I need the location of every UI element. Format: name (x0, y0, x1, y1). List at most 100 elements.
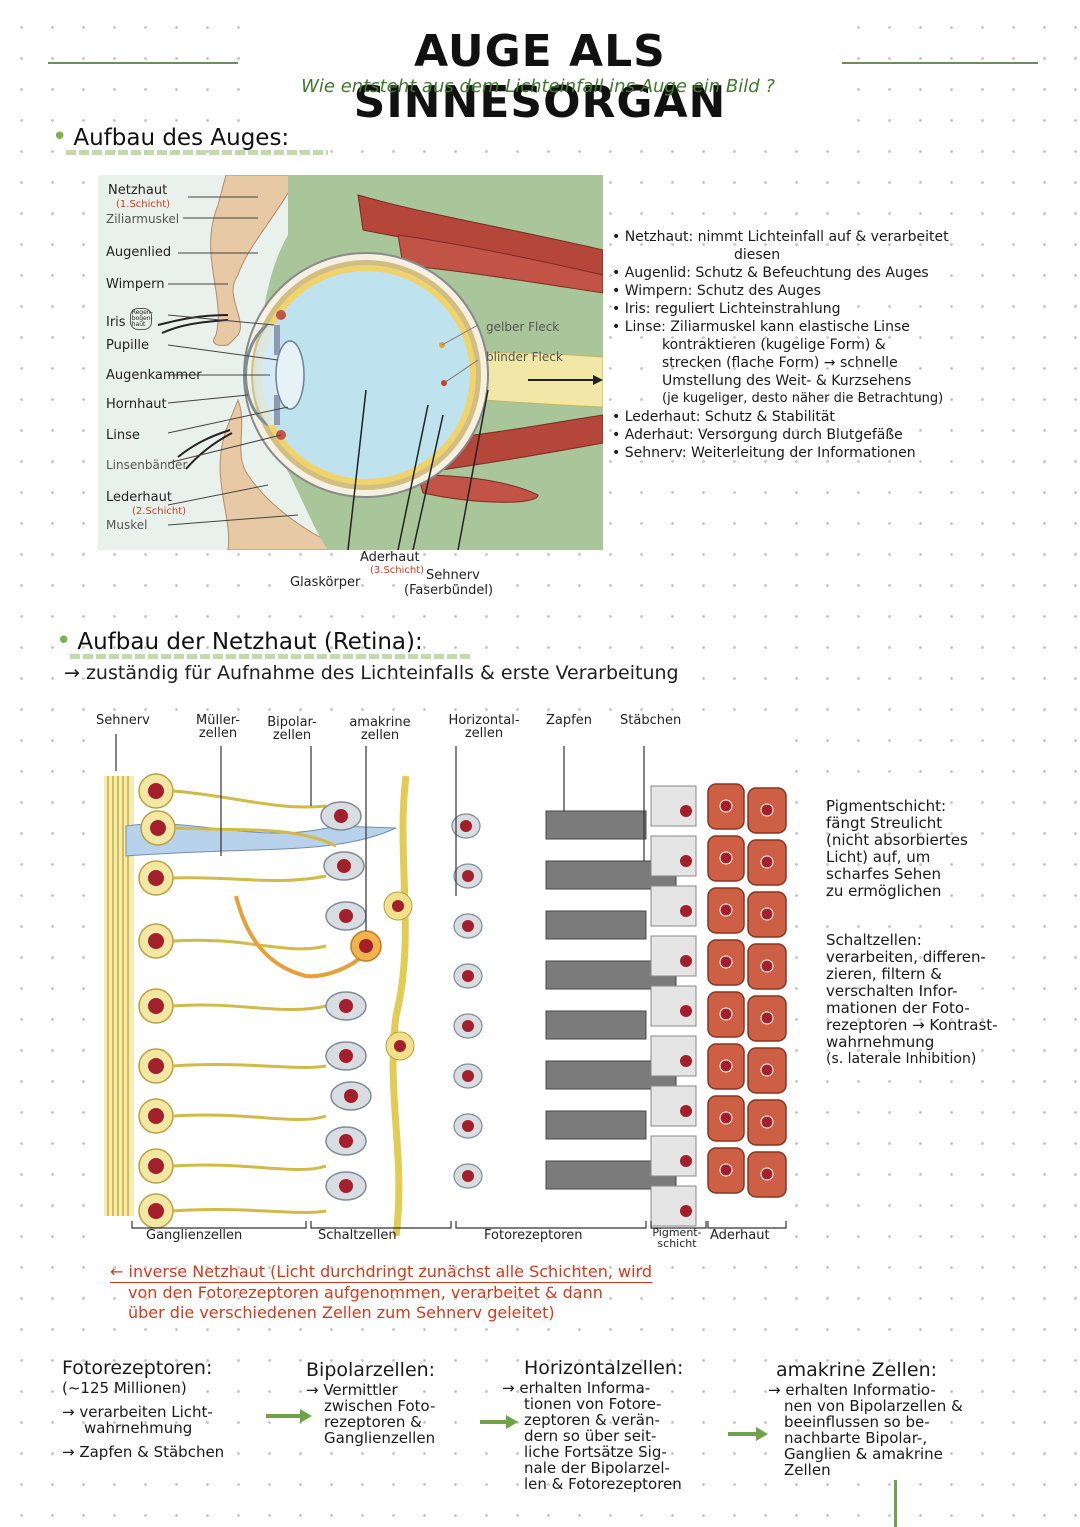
col-line: → verarbeiten Licht- (62, 1403, 213, 1421)
col-line: rezeptoren & (324, 1413, 422, 1431)
label-ganglienzellen: Ganglienzellen (146, 1228, 243, 1243)
retina-layers-illustration (104, 734, 787, 1237)
col-amakrine-zellen: amakrine Zellen: → erhalten Informatio- … (768, 1361, 1068, 1479)
label-aderhaut-schicht: (3.Schicht) (370, 565, 425, 576)
label-glaskoerper: Glaskörper (290, 575, 361, 590)
pigment-note: Pigmentschicht: fängt Streulicht (nicht … (826, 798, 1066, 900)
col-line: zeptoren & verän- (524, 1411, 660, 1429)
note-line: Umstellung des Weit- & Kurzsehens (662, 373, 912, 389)
label-aderhaut-retina: Aderhaut (710, 1228, 770, 1243)
pigment-note-line: zu ermöglichen (826, 882, 942, 900)
label-horizontal-zellen: Horizontal- zellen (448, 713, 520, 741)
col-line: liche Fortsätze Sig- (524, 1443, 667, 1461)
section-eye-heading-text: Aufbau des Auges: (73, 125, 290, 151)
label-aderhaut: Aderhaut (360, 550, 420, 565)
red-note-line: über die verschiedenen Zellen zum Sehner… (128, 1303, 555, 1322)
red-note-line: ← inverse Netzhaut (Licht durchdringt zu… (110, 1262, 652, 1283)
label-gelber-fleck: gelber Fleck (486, 320, 560, 334)
col-line: Ganglien & amakrine (784, 1445, 943, 1463)
note-line: • Wimpern: Schutz des Auges (612, 283, 821, 299)
label-schaltzellen: Schaltzellen (318, 1228, 397, 1243)
note-line: • Aderhaut: Versorgung durch Blutgefäße (612, 427, 903, 443)
pigment-note-line: scharfes Sehen (826, 865, 942, 883)
note-line: diesen (734, 247, 781, 263)
note-line: • Sehnerv: Weiterleitung der Information… (612, 445, 916, 461)
retina-diagram (96, 716, 792, 1254)
label-muskel: Muskel (106, 518, 148, 532)
label-sehnerv: Sehnerv (426, 568, 480, 583)
col-line: nale der Bipolarzel- (524, 1459, 670, 1477)
arrow-right-icon (266, 1409, 312, 1423)
page-title: AUGE ALS SINNESORGAN (240, 26, 840, 128)
label-pupille: Pupille (106, 338, 149, 353)
title-rule-right (842, 62, 1038, 64)
arrow-right-icon (480, 1415, 518, 1429)
title-rule-left (48, 62, 238, 64)
pigment-note-line: Pigmentschicht: (826, 797, 947, 815)
col-line: tionen von Fotore- (524, 1395, 662, 1413)
label-blinder-fleck: blinder Fleck (486, 350, 563, 364)
schalt-note-line: verschalten Infor- (826, 982, 958, 1000)
heading-underline (70, 654, 470, 659)
note-line: • Netzhaut: nimmt Lichteinfall auf & ver… (612, 229, 949, 245)
label-augenkammer: Augenkammer (106, 368, 202, 383)
col-line: nen von Bipolarzellen & (784, 1397, 963, 1415)
label-lederhaut: Lederhaut (106, 490, 172, 505)
eye-notes: • Netzhaut: nimmt Lichteinfall auf & ver… (612, 228, 1062, 462)
label-linse: Linse (106, 428, 140, 443)
label-amakrine-zellen: amakrine zellen (349, 715, 411, 743)
schalt-note-line: rezeptoren → Kontrast- (826, 1016, 998, 1034)
col-line: → erhalten Informatio- (768, 1381, 936, 1399)
schalt-note-line: Schaltzellen: (826, 931, 922, 949)
pigment-note-line: (nicht absorbiertes (826, 831, 968, 849)
col-line: beeinflussen so be- (784, 1413, 930, 1431)
col-line: wahrnehmung (84, 1419, 193, 1437)
col-bipolarzellen: Bipolarzellen: → Vermittler zwischen Fot… (306, 1359, 486, 1447)
label-netzhaut-schicht: (1.Schicht) (116, 199, 171, 210)
col-line: → Zapfen & Stäbchen (62, 1443, 225, 1461)
bullet-icon: • (52, 122, 68, 152)
page-subtitle: Wie entsteht aus dem Lichteinfall ins Au… (301, 76, 775, 97)
note-line: • Linse: Ziliarmuskel kann elastische Li… (612, 319, 910, 335)
col-line: → erhalten Informa- (502, 1379, 651, 1397)
col-line: Zellen (784, 1461, 831, 1479)
label-pigmentschicht: Pigment- schicht (652, 1226, 702, 1250)
note-line: • Lederhaut: Schutz & Stabilität (612, 409, 835, 425)
pigment-note-line: Licht) auf, um (826, 848, 931, 866)
section-retina-heading: •Aufbau der Netzhaut (Retina): (56, 626, 423, 656)
section-retina-heading-text: Aufbau der Netzhaut (Retina): (77, 629, 423, 655)
label-zapfen: Zapfen (546, 713, 592, 728)
note-line: (je kugeliger, desto näher die Betrachtu… (662, 391, 944, 406)
section-eye-heading: •Aufbau des Auges: (52, 122, 289, 152)
red-note-line: von den Fotorezeptoren aufgenommen, vera… (128, 1283, 603, 1302)
col-fotorezeptoren-title: Fotorezeptoren: (62, 1357, 213, 1379)
label-faserbuendel: (Faserbündel) (404, 583, 494, 598)
label-staebchen: Stäbchen (620, 713, 682, 728)
col-horizontalzellen: Horizontalzellen: → erhalten Informa- ti… (502, 1359, 732, 1493)
label-fotorezeptoren: Fotorezeptoren (484, 1228, 583, 1243)
bullet-icon: • (56, 626, 72, 656)
eye-diagram (98, 175, 603, 550)
label-sehnerv-retina: Sehnerv (96, 713, 150, 728)
col-line: Ganglienzellen (324, 1429, 436, 1447)
col-line: nachbarte Bipolar-, (784, 1429, 928, 1447)
col-line: dern so über seit- (524, 1427, 657, 1445)
label-iris-note: Regen-bogen-haut (129, 308, 153, 330)
retina-subheading: → zuständig für Aufnahme des Lichteinfal… (64, 662, 679, 684)
schalt-note-line: wahrnehmung (826, 1033, 935, 1051)
col-bipolarzellen-title: Bipolarzellen: (306, 1359, 436, 1381)
inverse-netzhaut-note: ← inverse Netzhaut (Licht durchdringt zu… (110, 1262, 810, 1323)
label-linsenbaender: Linsenbänder (106, 458, 188, 472)
col-fotorezeptoren: Fotorezeptoren: (~125 Millionen) → verar… (62, 1357, 282, 1461)
schalt-note-line: (s. laterale Inhibition) (826, 1051, 977, 1067)
col-line: zwischen Foto- (324, 1397, 436, 1415)
col-line: → Vermittler (306, 1381, 398, 1399)
schalt-note-line: zieren, filtern & (826, 965, 942, 983)
label-iris: Iris Regen-bogen-haut (106, 308, 153, 330)
label-bipolar-zellen: Bipolar- zellen (267, 715, 317, 743)
vertical-connector-line (894, 1480, 897, 1527)
note-line: strecken (flache Form) → schnelle (662, 355, 898, 371)
label-ziliarmuskel: Ziliarmuskel (106, 212, 180, 226)
note-line: kontraktieren (kugelige Form) & (662, 337, 886, 353)
label-mueller-zellen: Müller- zellen (196, 713, 240, 741)
